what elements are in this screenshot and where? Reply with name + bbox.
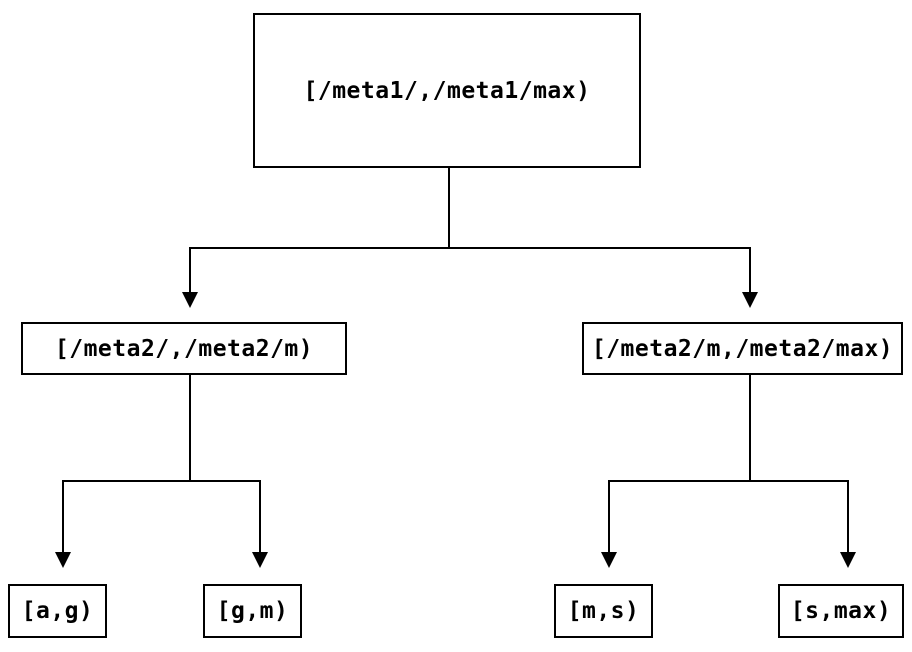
node-leaf-a-g: [a,g) (8, 584, 107, 638)
node-leaf-m-s-label: [m,s) (567, 598, 640, 624)
arrowhead-down-icon (182, 292, 198, 308)
node-root: [/meta1/,/meta1/max) (253, 13, 641, 168)
node-leaf-g-m: [g,m) (203, 584, 302, 638)
node-root-label: [/meta1/,/meta1/max) (303, 77, 591, 104)
arrowhead-down-icon (601, 552, 617, 568)
arrowhead-down-icon (840, 552, 856, 568)
node-leaf-s-max: [s,max) (778, 584, 904, 638)
node-meta2-right-label: [/meta2/m,/meta2/max) (591, 335, 894, 362)
node-meta2-right: [/meta2/m,/meta2/max) (582, 322, 903, 375)
arrowhead-down-icon (55, 552, 71, 568)
node-leaf-g-m-label: [g,m) (216, 598, 289, 624)
node-meta2-left-label: [/meta2/,/meta2/m) (54, 335, 314, 362)
node-meta2-left: [/meta2/,/meta2/m) (21, 322, 347, 375)
node-leaf-a-g-label: [a,g) (21, 598, 94, 624)
node-leaf-m-s: [m,s) (554, 584, 653, 638)
arrowhead-down-icon (742, 292, 758, 308)
node-leaf-s-max-label: [s,max) (790, 598, 892, 624)
arrowhead-down-icon (252, 552, 268, 568)
